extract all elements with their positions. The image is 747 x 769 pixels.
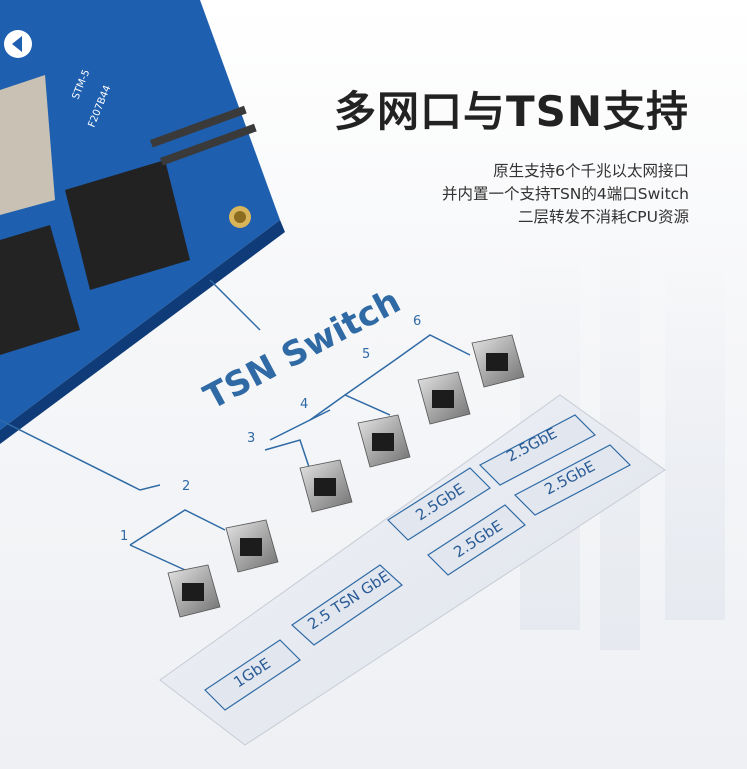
ethernet-port-icon [357, 414, 411, 468]
feature-description: 原生支持6个千兆以太网接口 并内置一个支持TSN的4端口Switch 二层转发不… [442, 160, 689, 229]
port-number-4: 4 [300, 397, 308, 412]
port-number-2: 2 [182, 479, 190, 494]
background-column [665, 260, 725, 620]
port-number-1: 1 [120, 529, 128, 544]
port-number-5: 5 [362, 347, 370, 362]
ethernet-port-icon [299, 459, 353, 513]
connection-lines [0, 279, 471, 571]
memory-chip [0, 225, 80, 355]
description-line: 二层转发不消耗CPU资源 [517, 208, 689, 226]
circuit-board: STM-5 F207B44 [0, 0, 285, 444]
cpu-chip [0, 75, 55, 215]
page-title: 多网口与TSN支持 [333, 87, 689, 136]
ethernet-port-icon [471, 334, 525, 388]
ethernet-port-icon [167, 564, 221, 618]
description-line: 原生支持6个千兆以太网接口 [493, 162, 689, 180]
port-number-6: 6 [413, 314, 421, 329]
ethernet-port-icon [225, 519, 279, 573]
memory-chip [65, 160, 190, 290]
ethernet-port-icon [417, 371, 471, 425]
port-number-3: 3 [247, 431, 255, 446]
description-line: 并内置一个支持TSN的4端口Switch [441, 185, 689, 203]
